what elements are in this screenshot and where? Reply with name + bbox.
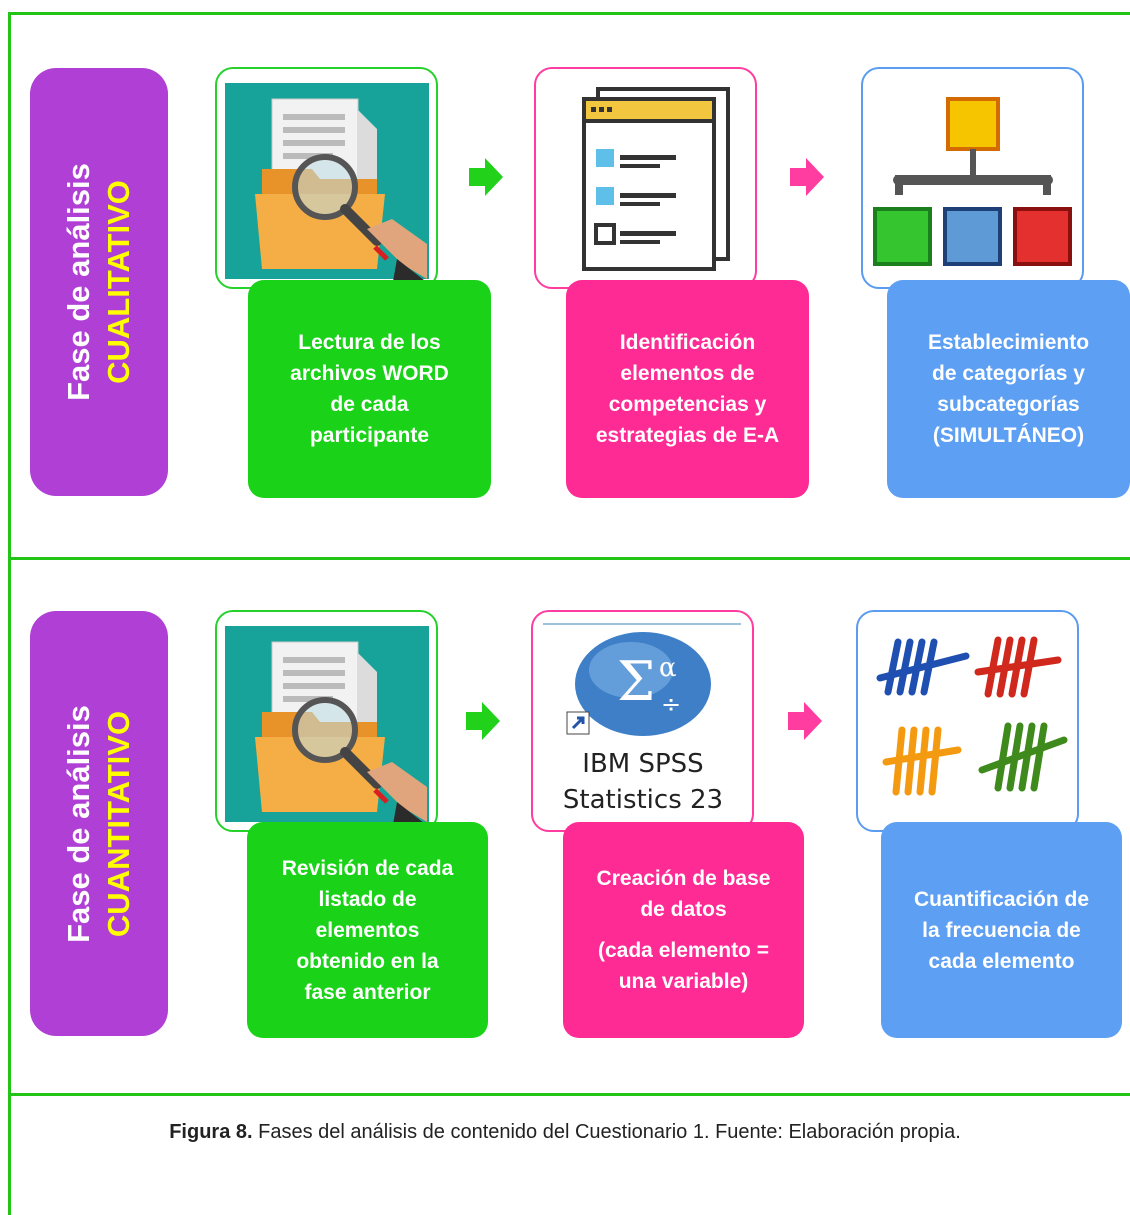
spss-icon: Σ α ÷ IBM SPSS Statistics 23 — [543, 623, 741, 815]
step-text-line: Establecimiento — [927, 331, 1090, 354]
step-4-text: Revisión de cada listado de elementos ob… — [247, 822, 488, 1038]
step-text-line: listado de — [318, 887, 417, 911]
step-text-line: archivos WORD — [290, 362, 449, 385]
phase-type: CUANTITATIVO — [101, 710, 136, 937]
step-text-line: Identificación — [619, 331, 756, 354]
step-text-line: Lectura de los — [298, 331, 441, 354]
step-text-line: estrategias de E-A — [595, 424, 780, 447]
caption-divider — [8, 1093, 1130, 1096]
step-6-text: Cuantificación de la frecuencia de cada … — [881, 822, 1122, 1038]
step-text-line: Revisión de cada — [281, 856, 454, 880]
spss-label-line2: Statistics 23 — [563, 785, 723, 815]
document-search-icon — [225, 626, 429, 830]
step-text-line: (cada elemento = — [598, 939, 769, 962]
step-text-line: cada elemento — [928, 949, 1075, 973]
arrow-right-icon — [469, 158, 503, 196]
step-text-line: (SIMULTÁNEO) — [932, 424, 1085, 447]
step-1-text: Lectura de los archivos WORD de cada par… — [248, 280, 491, 498]
svg-text:Σ: Σ — [617, 650, 655, 713]
step-6-image — [856, 610, 1079, 832]
caption-label: Figura 8. — [169, 1121, 253, 1143]
arrow-right-icon — [790, 158, 824, 196]
tally-marks-icon — [876, 636, 1068, 796]
checklist-icon — [582, 87, 730, 271]
hierarchy-icon — [873, 97, 1072, 266]
row-divider — [8, 557, 1130, 560]
step-text-line: Creación de base — [596, 867, 771, 890]
step-5-text: Creación de base de datos (cada elemento… — [563, 822, 804, 1038]
step-text-line: de cada — [330, 393, 409, 416]
svg-text:α: α — [659, 653, 677, 683]
spss-label-line1: IBM SPSS — [582, 749, 703, 779]
step-3-text: Establecimiento de categorías y subcateg… — [887, 280, 1130, 498]
document-search-icon — [225, 83, 429, 287]
step-text-line: Cuantificación de — [913, 887, 1090, 911]
step-5-image: Σ α ÷ IBM SPSS Statistics 23 — [531, 610, 754, 832]
step-text-line: la frecuencia de — [922, 918, 1081, 942]
arrow-right-icon — [466, 702, 500, 740]
phase-title: Fase de análisis — [61, 704, 96, 943]
step-text-line: de datos — [640, 898, 727, 921]
step-2-text: Identificación elementos de competencias… — [566, 280, 809, 498]
step-text-line: subcategorías — [937, 393, 1080, 416]
step-3-image — [861, 67, 1084, 289]
phase-label-quantitative: Fase de análisis CUANTITATIVO — [30, 611, 168, 1036]
step-text-line: participante — [309, 424, 430, 447]
caption-text: Fases del análisis de contenido del Cues… — [252, 1121, 961, 1143]
phase-label-qualitative: Fase de análisis CUALITATIVO — [30, 68, 168, 496]
phase-type: CUALITATIVO — [101, 180, 136, 384]
step-text-line: una variable) — [618, 970, 749, 993]
arrow-right-icon — [788, 702, 822, 740]
svg-text:÷: ÷ — [661, 690, 681, 718]
figure-frame — [8, 12, 1130, 1215]
step-text-line: elementos — [315, 918, 420, 942]
step-text-line: competencias y — [608, 393, 767, 416]
step-2-image — [534, 67, 757, 289]
figure-caption: Figura 8. Fases del análisis de contenid… — [0, 1121, 1130, 1144]
step-4-image — [215, 610, 438, 832]
step-1-image — [215, 67, 438, 289]
step-text-line: elementos de — [620, 362, 755, 385]
step-text-line: obtenido en la — [296, 949, 439, 973]
step-text-line: de categorías y — [932, 362, 1085, 385]
phase-title: Fase de análisis — [61, 163, 96, 401]
step-text-line: fase anterior — [304, 980, 431, 1004]
